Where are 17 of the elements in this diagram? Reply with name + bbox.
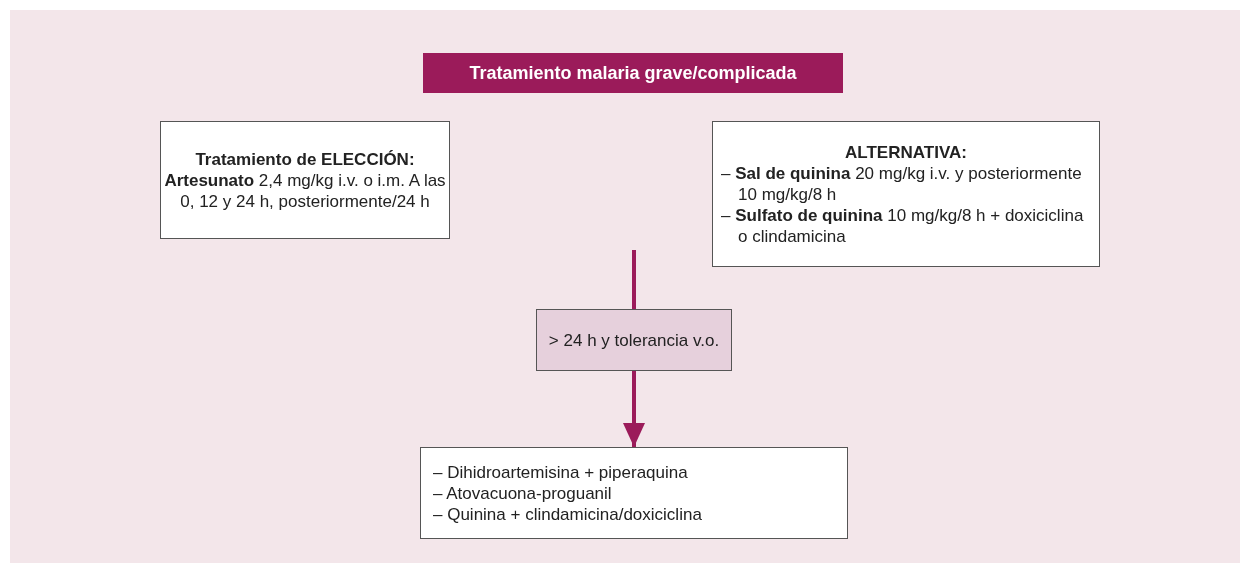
box-text: – Quinina + clindamicina/doxiciclina <box>433 503 703 525</box>
box-text: – Sal de quinina 20 mg/kg i.v. y posteriormente 10 mg/kg/8 h <box>721 162 1083 205</box>
box-heading: Tratamiento de ELECCIÓN: <box>194 148 416 170</box>
process-box <box>712 121 1100 267</box>
box-text: – Sulfato de quinina 10 mg/kg/8 h + doxiciclina o clindamicina <box>721 204 1085 247</box>
box-heading: ALTERNATIVA: <box>844 141 968 163</box>
condition-box <box>536 309 732 371</box>
title-box <box>423 53 843 93</box>
box-text: – Atovacuona-proguanil <box>433 482 613 504</box>
box-text: – Dihidroartemisina + piperaquina <box>433 461 689 483</box>
connector-line <box>632 250 636 309</box>
box-text: > 24 h y tolerancia v.o. <box>548 329 720 351</box>
box-text: Artesunato 2,4 mg/kg i.v. o i.m. A las 0, 12 y 24 h, posteriormente/24 h <box>163 169 447 212</box>
process-box <box>420 447 848 539</box>
box-text: Tratamiento malaria grave/complicada <box>469 62 797 84</box>
process-box <box>160 121 450 239</box>
arrow <box>623 371 645 447</box>
